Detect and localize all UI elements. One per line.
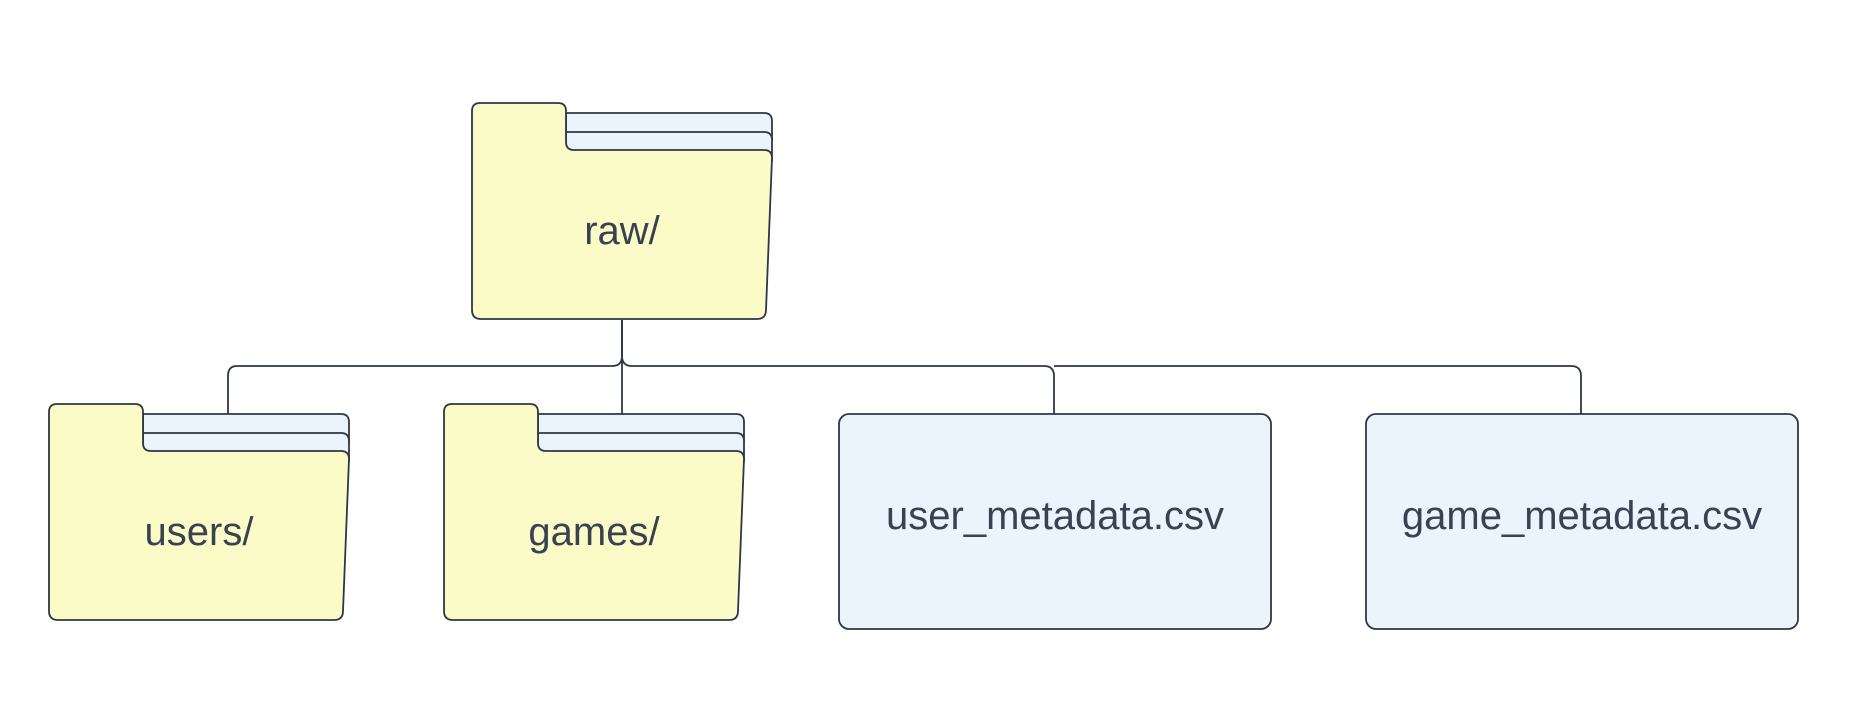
file-icon: [838, 413, 1272, 630]
folder-label-games: games/: [528, 510, 660, 554]
file-label-user-metadata: user_metadata.csv: [886, 494, 1224, 538]
folder-icon: [48, 403, 350, 621]
folder-label-raw: raw/: [584, 209, 660, 253]
connector-root-trunk: [227, 320, 623, 414]
folder-icon: [471, 102, 773, 320]
folder-node-raw[interactable]: raw/: [471, 102, 773, 320]
file-node-user-metadata[interactable]: user_metadata.csv: [838, 413, 1272, 630]
folder-icon: [443, 403, 745, 621]
file-icon: [1365, 413, 1799, 630]
file-label-game-metadata: game_metadata.csv: [1402, 494, 1762, 538]
folder-label-users: users/: [145, 510, 255, 554]
tree-connectors: [227, 320, 1582, 414]
folder-node-users[interactable]: users/: [48, 403, 350, 621]
connector-to-game-metadata: [1054, 365, 1582, 414]
connector-to-user-metadata: [621, 355, 1055, 414]
folder-node-games[interactable]: games/: [443, 403, 745, 621]
file-node-game-metadata[interactable]: game_metadata.csv: [1365, 413, 1799, 630]
